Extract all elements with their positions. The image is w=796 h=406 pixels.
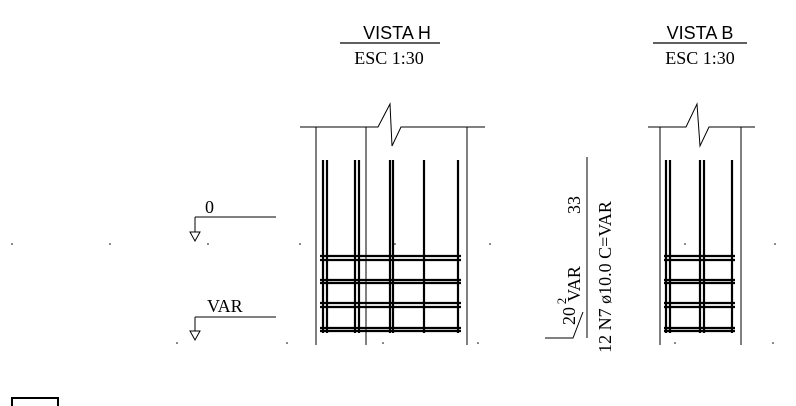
level-top-triangle-icon — [189, 231, 201, 243]
dot — [684, 243, 686, 245]
level-marker-bottom: VAR — [189, 296, 276, 342]
dot — [109, 243, 111, 245]
corner-box — [11, 397, 59, 406]
level-marker-top: 0 — [189, 197, 276, 243]
dot — [382, 342, 384, 344]
vista-b-rebars — [664, 160, 734, 333]
dot — [772, 342, 774, 344]
vista-b-outline — [648, 102, 755, 345]
dot — [176, 342, 178, 344]
vista-b-title: VISTA B — [667, 23, 734, 43]
vista-h-rebars — [321, 160, 460, 333]
callout-dim-top: 33 — [564, 196, 584, 214]
vista-h-scale: ESC 1:30 — [354, 48, 424, 68]
callout-hook-line — [545, 311, 584, 339]
callout-rebar-spec: 12 N7 ø10.0 C=VAR — [595, 201, 615, 353]
vista-b-top-break-line — [648, 102, 755, 148]
dot — [11, 243, 13, 245]
dot — [774, 243, 776, 245]
dot — [299, 243, 301, 245]
callout-dim-var: VAR — [564, 266, 584, 302]
dot — [286, 342, 288, 344]
callout-small-mark: 2 — [554, 298, 569, 305]
dot — [489, 243, 491, 245]
dot — [674, 342, 676, 344]
rebar-callout: 33 VAR 2 20 12 N7 ø10.0 C=VAR — [545, 157, 615, 353]
callout-dim-bottom: 20 — [559, 307, 579, 325]
vista-b-scale: ESC 1:30 — [665, 48, 735, 68]
level-top-label: 0 — [205, 197, 214, 217]
level-bottom-triangle-icon — [189, 330, 201, 342]
dot — [394, 243, 396, 245]
title-vista-h: VISTA H ESC 1:30 — [340, 23, 440, 68]
vista-h-stirrups — [320, 254, 461, 333]
dot — [477, 342, 479, 344]
level-bottom-label: VAR — [207, 296, 243, 316]
vista-h-title: VISTA H — [363, 23, 431, 43]
title-vista-b: VISTA B ESC 1:30 — [653, 23, 747, 68]
vista-h-top-break-line — [300, 102, 485, 147]
vista-b-stirrups — [664, 254, 735, 333]
drafting-dots — [11, 243, 776, 344]
vista-h-outline — [300, 102, 485, 345]
dot — [207, 243, 209, 245]
